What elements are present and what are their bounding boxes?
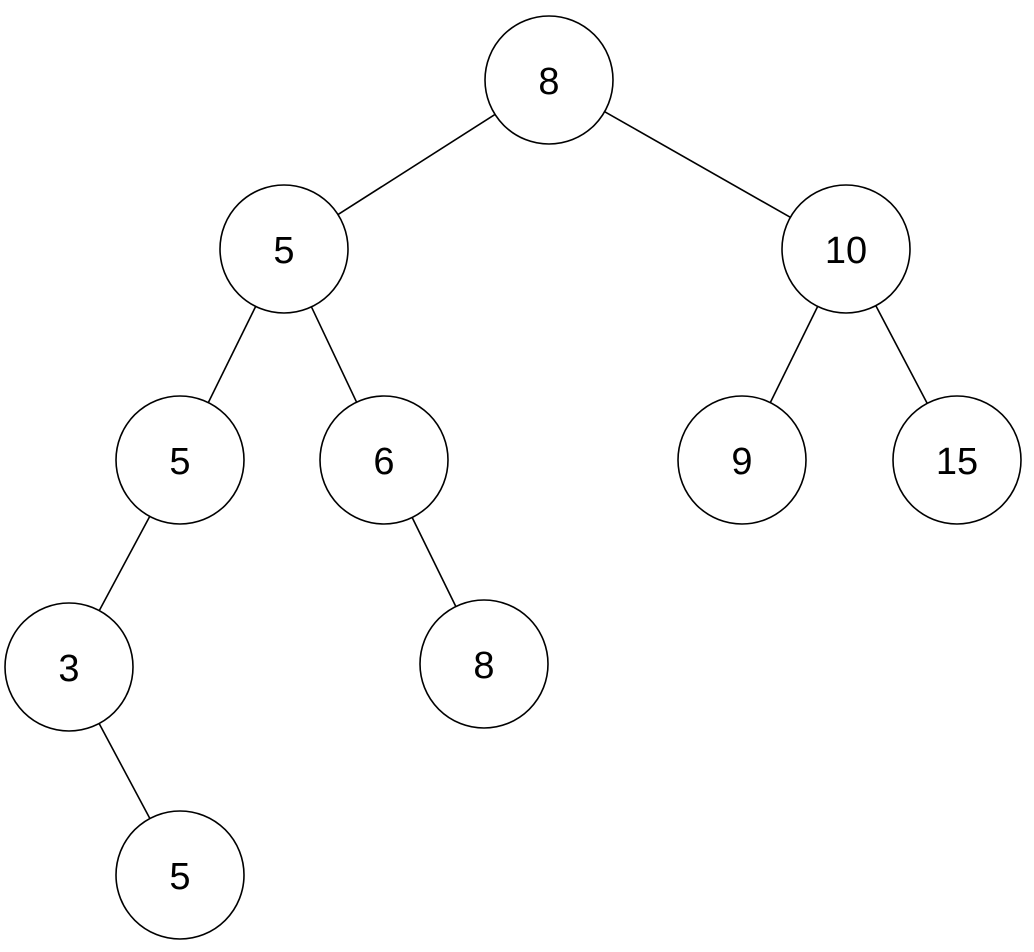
node-circle: [115, 395, 245, 525]
tree-edge-n2-n4: [207, 306, 257, 403]
tree-node-n10: 5: [115, 810, 245, 940]
tree-edge-n5-n9: [411, 517, 457, 607]
tree-node-n8: 3: [4, 602, 134, 732]
node-circle: [4, 602, 134, 732]
tree-node-n4: 5: [115, 395, 245, 525]
node-circle: [219, 184, 349, 314]
tree-edge-n8-n10: [98, 723, 151, 819]
tree-node-n1: 8: [484, 15, 614, 145]
node-value: 8: [538, 61, 559, 103]
node-value: 5: [169, 856, 190, 898]
tree-edge-n4-n8: [98, 516, 151, 611]
tree-edge-n1-n3: [604, 110, 791, 219]
tree-edge-n3-n6: [769, 306, 819, 403]
tree-edge-n1-n2: [337, 113, 496, 216]
tree-edge-n2-n5: [310, 306, 358, 403]
node-circle: [319, 395, 449, 525]
node-value: 15: [936, 441, 978, 483]
tree-node-n9: 8: [419, 599, 549, 729]
node-value: 6: [373, 441, 394, 483]
tree-edge-n3-n7: [875, 305, 928, 404]
node-value: 10: [825, 230, 867, 272]
node-value: 5: [273, 230, 294, 272]
tree-node-n2: 5: [219, 184, 349, 314]
tree-edges: [98, 110, 928, 819]
node-value: 8: [473, 645, 494, 687]
node-circle: [115, 810, 245, 940]
node-circle: [892, 395, 1022, 525]
tree-node-n7: 15: [892, 395, 1022, 525]
tree-node-n5: 6: [319, 395, 449, 525]
node-circle: [419, 599, 549, 729]
tree-nodes: 8 5 10 5 6 9 15 3 8 5: [4, 15, 1022, 940]
node-value: 3: [58, 648, 79, 690]
node-circle: [781, 184, 911, 314]
node-circle: [677, 395, 807, 525]
tree-node-n3: 10: [781, 184, 911, 314]
node-value: 5: [169, 441, 190, 483]
node-value: 9: [731, 441, 752, 483]
node-circle: [484, 15, 614, 145]
tree-node-n6: 9: [677, 395, 807, 525]
